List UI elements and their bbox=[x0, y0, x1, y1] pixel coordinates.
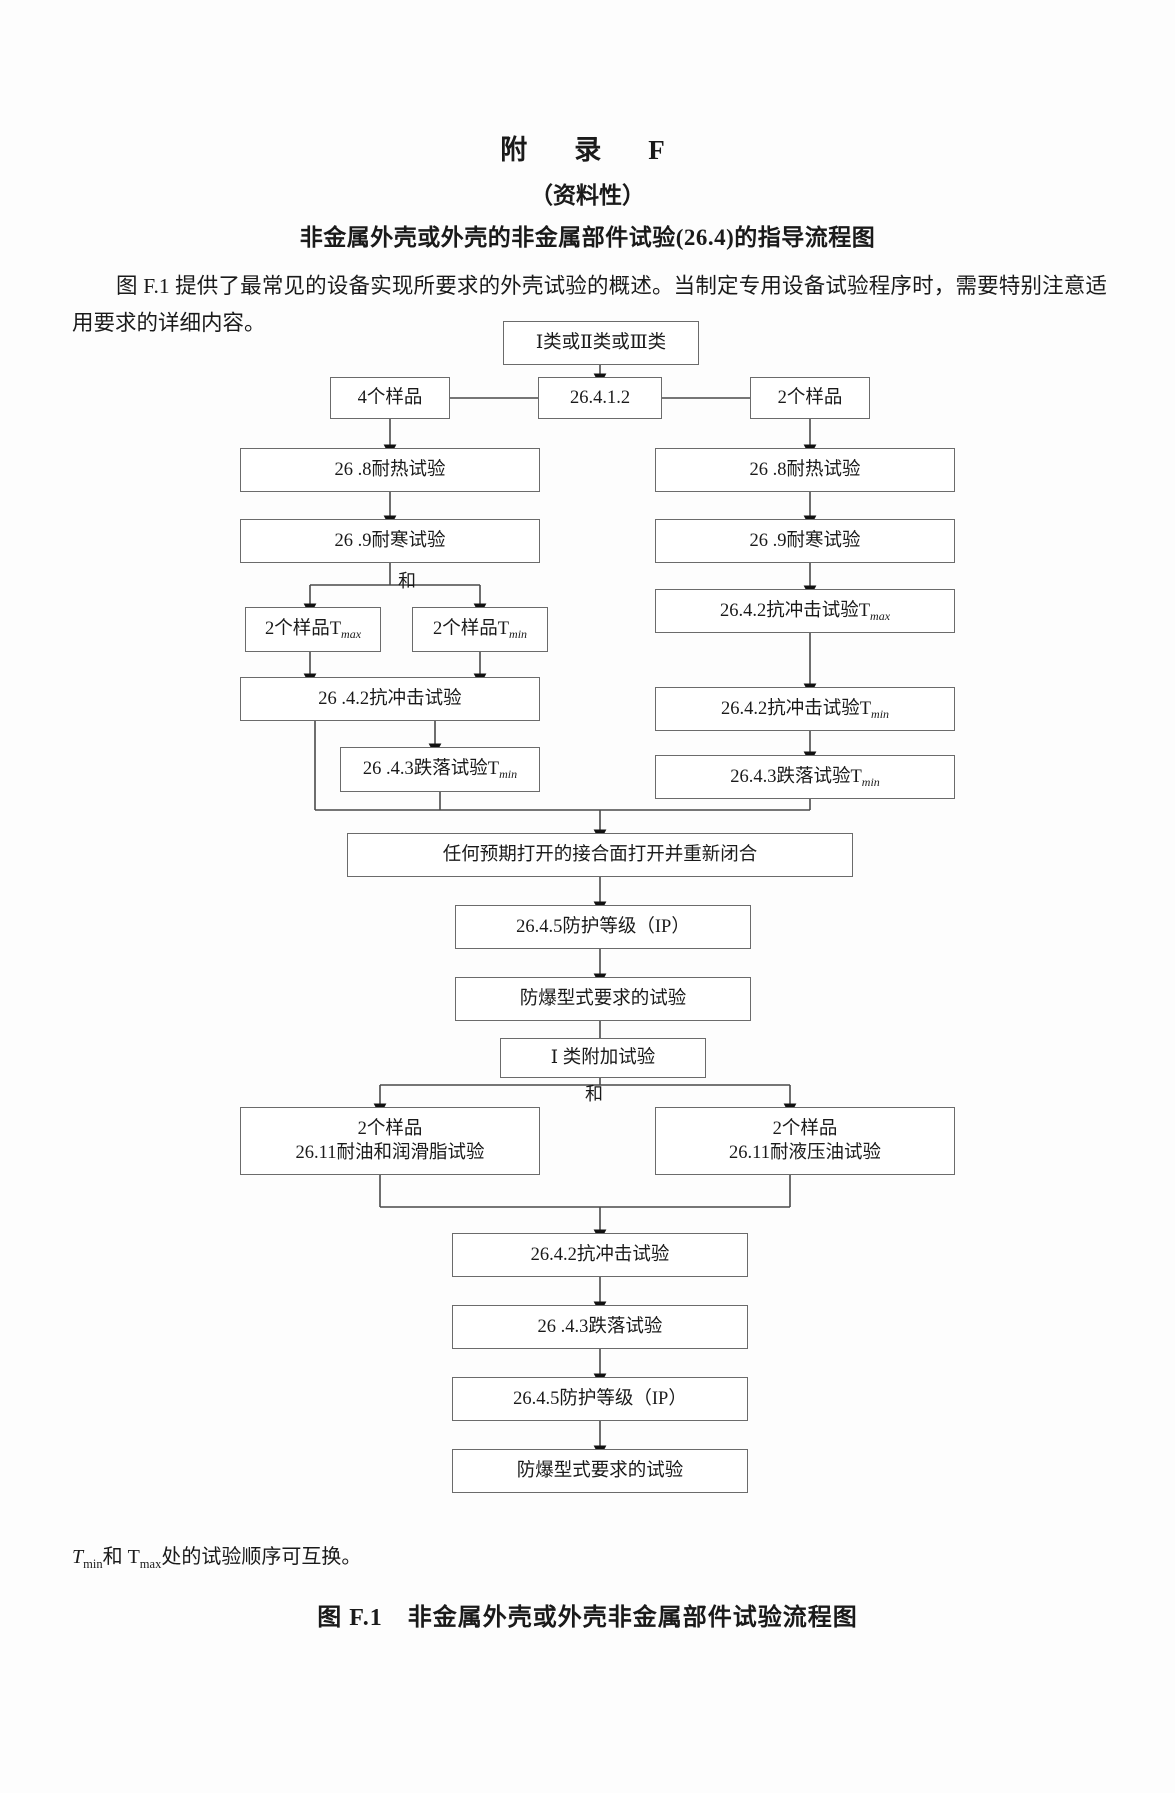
node-explosion-proof-1-label: 防爆型式要求的试验 bbox=[519, 988, 687, 1009]
node-oil-grease-test-count: 2个样品 bbox=[357, 1118, 423, 1139]
node-reopen-joints-label: 任何预期打开的接合面打开并重新闭合 bbox=[442, 844, 758, 865]
node-right-cold-test-label: 26 .9耐寒试验 bbox=[749, 530, 861, 551]
node-ip-rating-2-label: 26.4.5防护等级（IP） bbox=[513, 1388, 687, 1409]
node-left-samples[interactable]: 4个样品 bbox=[330, 377, 450, 419]
appendix-kind: （资料性） bbox=[530, 183, 645, 208]
intro-paragraph: 图 F.1 提供了最常见的设备实现所要求的外壳试验的概述。当制定专用设备试验程序… bbox=[72, 274, 1107, 335]
node-start-label: Ⅰ类或Ⅱ类或Ⅲ类 bbox=[535, 332, 667, 353]
figure-footnote: Tmin和 Tmax处的试验顺序可互换。 bbox=[72, 1546, 362, 1571]
node-right-impact-tmin-label: 26.4.2抗冲击试验Tmin bbox=[720, 698, 890, 721]
node-hydraulic-oil-test-label: 26.11耐液压油试验 bbox=[729, 1143, 881, 1163]
node-two-samples-tmax[interactable]: 2个样品Tmax bbox=[245, 607, 381, 652]
node-left-drop-test[interactable]: 26 .4.3跌落试验Tmin bbox=[340, 747, 540, 792]
node-final-impact-test-label: 26.4.2抗冲击试验 bbox=[530, 1244, 670, 1265]
node-hydraulic-oil-test-count: 2个样品 bbox=[772, 1118, 838, 1139]
node-class1-extra-test[interactable]: Ⅰ 类附加试验 bbox=[500, 1038, 706, 1078]
node-left-impact-test[interactable]: 26 .4.2抗冲击试验 bbox=[240, 677, 540, 721]
node-right-heat-test[interactable]: 26 .8耐热试验 bbox=[655, 448, 955, 492]
edge-label-and-left: 和 bbox=[398, 571, 416, 591]
node-right-impact-tmax[interactable]: 26.4.2抗冲击试验Tmax bbox=[655, 589, 955, 633]
node-right-drop-test-label: 26.4.3跌落试验Tmin bbox=[730, 766, 880, 789]
edge-label-and-class: 和 bbox=[585, 1084, 603, 1104]
node-explosion-proof-1[interactable]: 防爆型式要求的试验 bbox=[455, 977, 751, 1021]
flowchart: Ⅰ类或Ⅱ类或Ⅲ类 26.4.1.2 4个样品 2个样品 26 .8耐热试验 26… bbox=[0, 321, 1175, 1535]
node-right-samples[interactable]: 2个样品 bbox=[750, 377, 870, 419]
node-two-samples-tmin[interactable]: 2个样品Tmin bbox=[412, 607, 548, 652]
node-ip-rating-1[interactable]: 26.4.5防护等级（IP） bbox=[455, 905, 751, 949]
node-right-impact-tmin[interactable]: 26.4.2抗冲击试验Tmin bbox=[655, 687, 955, 731]
node-ip-rating-1-label: 26.4.5防护等级（IP） bbox=[516, 916, 690, 937]
node-class1-extra-test-label: Ⅰ 类附加试验 bbox=[550, 1047, 656, 1068]
node-clause-label: 26.4.1.2 bbox=[569, 387, 631, 408]
node-ip-rating-2[interactable]: 26.4.5防护等级（IP） bbox=[452, 1377, 748, 1421]
node-right-drop-test[interactable]: 26.4.3跌落试验Tmin bbox=[655, 755, 955, 799]
node-left-heat-test-label: 26 .8耐热试验 bbox=[334, 459, 446, 480]
node-hydraulic-oil-test[interactable]: 2个样品 26.11耐液压油试验 bbox=[655, 1107, 955, 1175]
node-oil-grease-test[interactable]: 2个样品 26.11耐油和润滑脂试验 bbox=[240, 1107, 540, 1175]
node-left-samples-label: 4个样品 bbox=[357, 387, 423, 408]
node-left-cold-test-label: 26 .9耐寒试验 bbox=[334, 530, 446, 551]
node-oil-grease-test-label: 26.11耐油和润滑脂试验 bbox=[295, 1143, 485, 1163]
node-two-samples-tmin-label: 2个样品Tmin bbox=[432, 619, 528, 642]
node-explosion-proof-2[interactable]: 防爆型式要求的试验 bbox=[452, 1449, 748, 1493]
node-left-heat-test[interactable]: 26 .8耐热试验 bbox=[240, 448, 540, 492]
appendix-subject: 非金属外壳或外壳的非金属部件试验(26.4)的指导流程图 bbox=[299, 225, 876, 250]
node-clause[interactable]: 26.4.1.2 bbox=[538, 377, 662, 419]
node-final-drop-test[interactable]: 26 .4.3跌落试验 bbox=[452, 1305, 748, 1349]
node-left-cold-test[interactable]: 26 .9耐寒试验 bbox=[240, 519, 540, 563]
node-left-impact-test-label: 26 .4.2抗冲击试验 bbox=[318, 688, 462, 709]
node-explosion-proof-2-label: 防爆型式要求的试验 bbox=[516, 1460, 684, 1481]
node-left-drop-test-label: 26 .4.3跌落试验Tmin bbox=[362, 759, 518, 782]
node-right-impact-tmax-label: 26.4.2抗冲击试验Tmax bbox=[719, 600, 891, 623]
appendix-title: 附 录 F bbox=[500, 135, 675, 165]
figure-caption: 图 F.1 非金属外壳或外壳非金属部件试验流程图 bbox=[317, 1605, 858, 1631]
node-two-samples-tmax-label: 2个样品Tmax bbox=[264, 619, 362, 642]
node-reopen-joints[interactable]: 任何预期打开的接合面打开并重新闭合 bbox=[347, 833, 853, 877]
node-final-impact-test[interactable]: 26.4.2抗冲击试验 bbox=[452, 1233, 748, 1277]
node-right-cold-test[interactable]: 26 .9耐寒试验 bbox=[655, 519, 955, 563]
node-final-drop-test-label: 26 .4.3跌落试验 bbox=[537, 1316, 663, 1337]
node-start[interactable]: Ⅰ类或Ⅱ类或Ⅲ类 bbox=[503, 321, 699, 365]
node-right-samples-label: 2个样品 bbox=[777, 387, 843, 408]
node-right-heat-test-label: 26 .8耐热试验 bbox=[749, 459, 861, 480]
flowchart-connectors bbox=[303, 347, 817, 1458]
